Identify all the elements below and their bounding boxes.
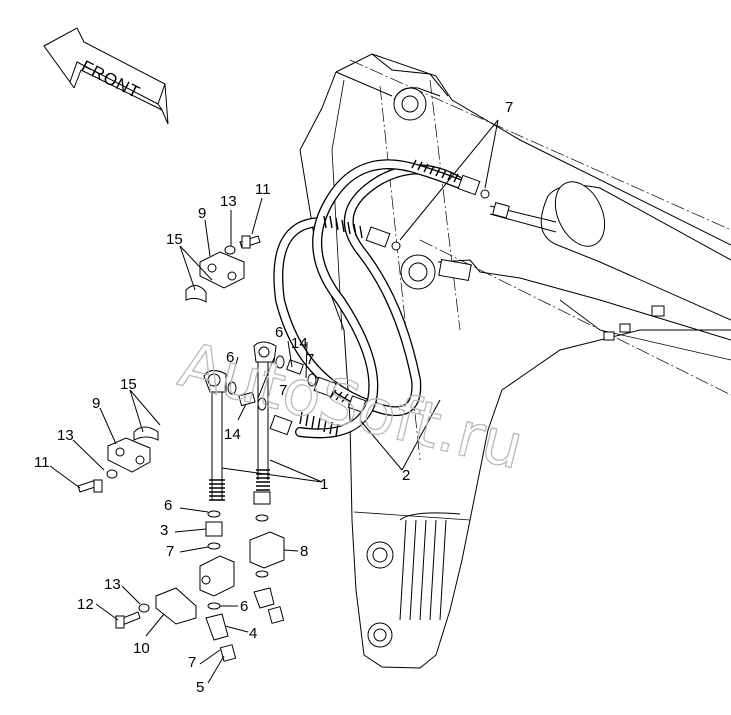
- callout-10: 10: [133, 640, 150, 657]
- callout-11: 11: [34, 454, 50, 471]
- callout-6: 6: [275, 324, 283, 341]
- callout-7: 7: [188, 654, 196, 671]
- callout-6: 6: [164, 497, 172, 514]
- callout-9: 9: [198, 205, 206, 222]
- callout-3: 3: [160, 522, 168, 539]
- callout-15: 15: [166, 231, 183, 248]
- callout-6: 6: [226, 349, 234, 366]
- front-label: FRONT: [78, 57, 143, 103]
- lower-fittings: [115, 510, 285, 662]
- callout-5: 5: [196, 679, 204, 696]
- hose-assembly-2: [269, 159, 490, 439]
- callout-12: 12: [77, 596, 94, 613]
- pipe-assembly-1: [203, 341, 277, 505]
- front-direction-arrow: FRONT: [43, 27, 169, 125]
- callout-13: 13: [104, 576, 121, 593]
- callout-11: 11: [255, 181, 271, 198]
- callout-14: 14: [224, 426, 241, 443]
- callout-9: 9: [92, 395, 100, 412]
- callout-14: 14: [291, 335, 308, 352]
- callout-7: 7: [279, 382, 287, 399]
- callout-6: 6: [240, 598, 248, 615]
- callout-4: 4: [249, 625, 257, 642]
- callout-2: 2: [402, 467, 410, 484]
- callout-7: 7: [166, 543, 174, 560]
- callout-13: 13: [220, 193, 237, 210]
- leader-lines: [49, 119, 499, 684]
- callout-1: 1: [320, 476, 328, 493]
- upper-clamp-assembly: [185, 235, 261, 303]
- callout-7: 7: [306, 351, 314, 368]
- callout-15: 15: [120, 376, 137, 393]
- upper-fittings: [227, 355, 317, 411]
- callout-7: 7: [505, 99, 513, 116]
- callout-8: 8: [300, 543, 308, 560]
- lower-clamp-assembly: [77, 426, 159, 493]
- boom-structure: [299, 53, 731, 669]
- callout-13: 13: [57, 427, 74, 444]
- callout-labels: 7 11 13 9 15 6 14 7 6 7 14 15 9 13 11 1 …: [34, 99, 513, 696]
